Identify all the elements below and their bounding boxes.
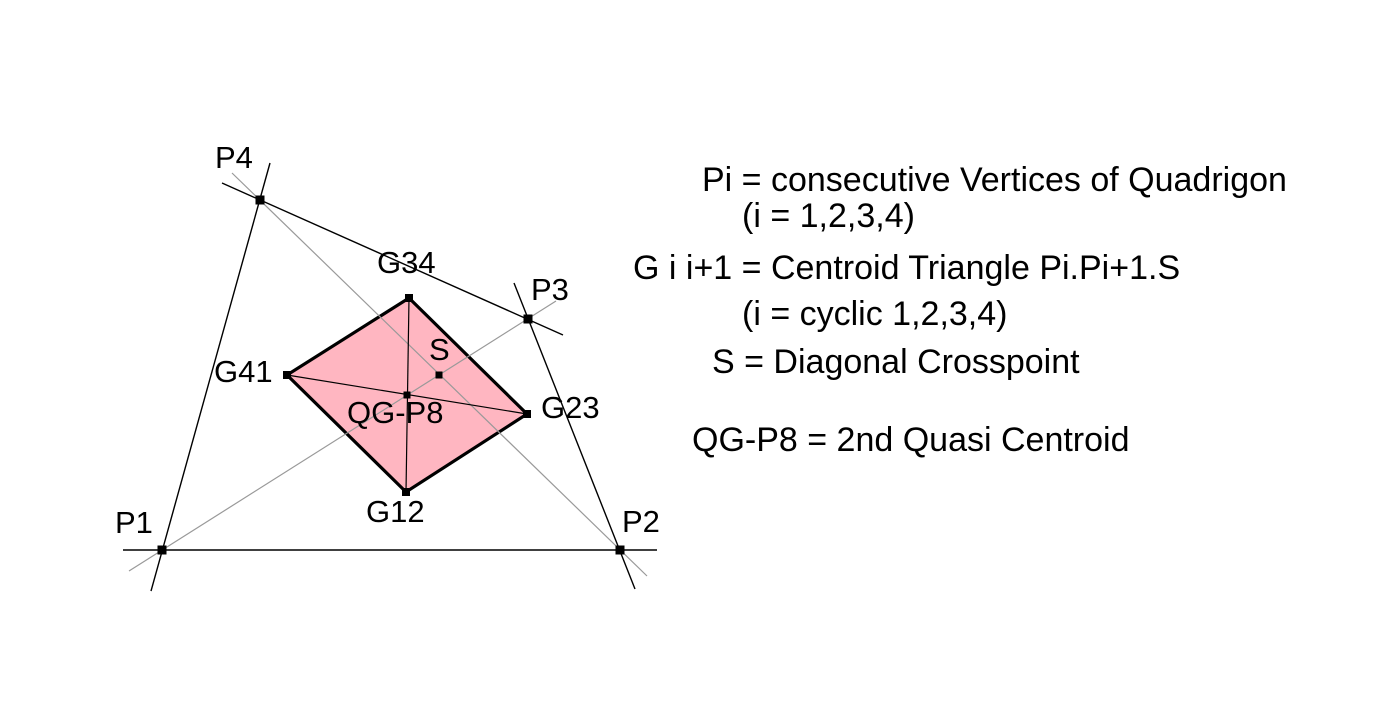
point-label-QG-P8: QG-P8 — [347, 395, 444, 430]
point-marker-P2 — [615, 545, 625, 555]
legend-line-g-range: (i = cyclic 1,2,3,4) — [742, 295, 1008, 333]
side-line-P2-P3 — [513, 282, 636, 590]
point-marker-P3 — [523, 314, 533, 324]
point-marker-QG-P8 — [403, 391, 411, 399]
side-line-P1-P4 — [150, 162, 271, 592]
point-label-G34: G34 — [377, 245, 436, 280]
point-label-P2: P2 — [622, 504, 660, 539]
legend-line-pi-definition: Pi = consecutive Vertices of Quadrigon — [702, 161, 1287, 199]
point-label-P1: P1 — [115, 505, 153, 540]
point-label-G12: G12 — [366, 494, 425, 529]
point-marker-G12 — [402, 488, 410, 496]
point-marker-S — [435, 371, 443, 379]
legend-line-pi-range: (i = 1,2,3,4) — [742, 197, 915, 235]
diagonal-line-P1-P3 — [128, 300, 557, 572]
point-marker-G34 — [405, 294, 413, 302]
point-marker-G23 — [523, 410, 531, 418]
legend-line-qgp8-definition: QG-P8 = 2nd Quasi Centroid — [692, 421, 1130, 459]
side-line-P4-P3 — [221, 182, 564, 336]
point-marker-G41 — [283, 371, 291, 379]
point-label-P3: P3 — [531, 272, 569, 307]
point-marker-P4 — [255, 195, 265, 205]
point-label-P4: P4 — [215, 140, 253, 175]
point-label-S: S — [429, 332, 450, 367]
point-marker-P1 — [157, 545, 167, 555]
point-label-G23: G23 — [541, 390, 600, 425]
point-label-G41: G41 — [214, 354, 273, 389]
legend-line-g-definition: G i i+1 = Centroid Triangle Pi.Pi+1.S — [633, 249, 1181, 287]
legend-line-s-definition: S = Diagonal Crosspoint — [712, 343, 1080, 381]
